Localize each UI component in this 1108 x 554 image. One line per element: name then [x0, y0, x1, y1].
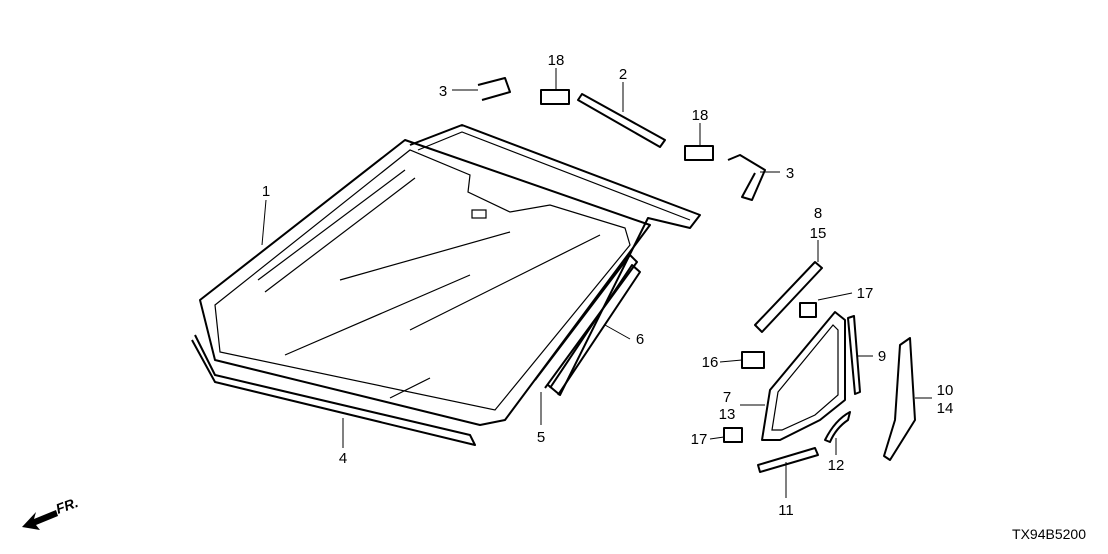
clip-16	[741, 351, 765, 369]
lower-seal	[757, 447, 819, 473]
top-molding	[577, 93, 666, 148]
side-moldings	[534, 254, 641, 396]
callout-17-upper: 17	[857, 285, 874, 302]
corner-molding-left	[477, 77, 511, 101]
corner-seal	[824, 411, 851, 443]
callout-1: 1	[262, 183, 270, 200]
callout-15: 15	[810, 225, 827, 242]
rear-seal	[847, 315, 861, 395]
callout-11: 11	[778, 502, 794, 519]
clip-right	[684, 145, 714, 161]
windshield-frame	[409, 124, 701, 396]
callout-14: 14	[937, 400, 954, 417]
callout-18-right: 18	[692, 107, 709, 124]
callout-12: 12	[828, 457, 845, 474]
callout-13: 13	[719, 406, 736, 423]
callout-2: 2	[619, 66, 627, 83]
pillar-garnish	[883, 337, 916, 461]
callout-8: 8	[814, 205, 822, 222]
leader-lines	[261, 68, 932, 498]
lower-molding	[191, 334, 476, 446]
callout-6: 6	[636, 331, 644, 348]
fastener-upper	[799, 302, 817, 318]
callout-9: 9	[878, 348, 886, 365]
front-direction-arrow-icon: FR.	[22, 494, 80, 530]
corner-molding-right	[727, 154, 766, 201]
callout-4: 4	[339, 450, 347, 467]
callout-3-right: 3	[786, 165, 794, 182]
quarter-glass	[761, 311, 846, 441]
callout-10: 10	[937, 382, 954, 399]
windshield-glass	[199, 139, 651, 426]
fastener-lower	[723, 427, 743, 443]
callout-18-left: 18	[548, 52, 565, 69]
callout-3-left: 3	[439, 83, 447, 100]
callout-7: 7	[723, 389, 731, 406]
front-direction-label: FR.	[54, 494, 81, 517]
callout-5: 5	[537, 429, 545, 446]
callout-17-lower: 17	[691, 431, 708, 448]
quarter-seal-upper	[754, 261, 823, 333]
clip-left	[540, 89, 570, 105]
callout-16: 16	[702, 354, 719, 371]
diagram-code: TX94B5200	[1012, 526, 1086, 542]
